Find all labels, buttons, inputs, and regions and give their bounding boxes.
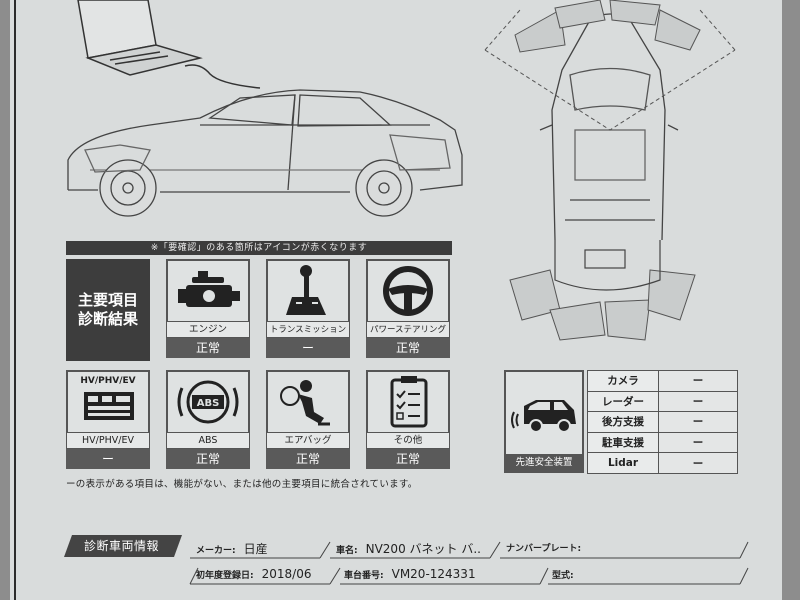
card-power-steering: パワーステアリング 正常 xyxy=(366,259,450,364)
card-label: その他 xyxy=(366,433,450,449)
card-status: ー xyxy=(266,338,350,358)
chassis-label: 車台番号: xyxy=(344,571,384,581)
card-icon-box xyxy=(366,259,450,323)
registration-field: 初年度登録日: 2018/06 xyxy=(196,567,311,581)
checklist-icon xyxy=(390,376,428,428)
registration-value: 2018/06 xyxy=(261,567,312,581)
model-value: NV200 バネット バ.. xyxy=(365,542,481,556)
card-label: HV/PHV/EV xyxy=(66,433,150,449)
main-title-line1: 主要項目 xyxy=(77,291,138,309)
type-label: 型式: xyxy=(552,571,574,581)
adas-item-value: ー xyxy=(658,390,738,413)
adas-icon-box: 先進安全装置 xyxy=(504,370,584,473)
plate-field: ナンバープレート: xyxy=(506,540,589,554)
adas-item-name: Lidar xyxy=(587,452,659,474)
card-icon-box xyxy=(266,259,350,323)
main-title-line2: 診断結果 xyxy=(77,310,138,328)
vehicle-info-title: 診断車両情報 xyxy=(64,535,182,557)
maker-field: メーカー: 日産 xyxy=(196,540,268,557)
steering-wheel-icon xyxy=(383,266,433,316)
card-status: 正常 xyxy=(366,338,450,358)
card-icon-box: ABS xyxy=(166,370,250,434)
vehicle-illustration xyxy=(67,0,736,240)
car-side-view-icon xyxy=(67,89,463,217)
card-label: トランスミッション xyxy=(266,322,350,338)
laptop-icon xyxy=(77,0,203,76)
adas-item-name: カメラ xyxy=(587,370,659,392)
card-icon-box xyxy=(266,370,350,434)
adas-item-value: ー xyxy=(658,370,738,392)
adas-item-name: 駐車支援 xyxy=(587,431,659,454)
obd-cable xyxy=(184,64,261,89)
maker-value: 日産 xyxy=(243,542,268,556)
table-row: カメラー xyxy=(587,370,738,392)
table-row: レーダーー xyxy=(587,390,738,413)
model-field: 車名: NV200 バネット バ.. xyxy=(336,540,481,557)
engine-icon xyxy=(178,271,240,307)
footnote: ーの表示がある項目は、機能がない、または他の主要項目に統合されています。 xyxy=(66,479,418,490)
card-hv: HV/PHV/EV HV/PHV/EV ー xyxy=(66,370,150,475)
card-label: パワーステアリング xyxy=(366,322,450,338)
notice-bar: ※「要確認」のある箇所はアイコンが赤くなります xyxy=(66,241,452,255)
rear-sensor-zones xyxy=(509,240,696,341)
adas-item-value: ー xyxy=(658,411,738,433)
abs-icon: ABS xyxy=(177,380,239,424)
card-icon-box xyxy=(366,370,450,434)
gear-shift-icon xyxy=(286,265,326,315)
adas-item-value: ー xyxy=(658,452,738,474)
maker-label: メーカー: xyxy=(196,546,236,556)
abs-icon-text: ABS xyxy=(197,398,220,409)
adas-item-name: レーダー xyxy=(587,390,659,413)
table-row: 駐車支援ー xyxy=(587,431,738,454)
car-sensor-icon xyxy=(511,400,576,433)
card-transmission: トランスミッション ー xyxy=(266,259,350,364)
airbag-icon xyxy=(280,380,330,426)
card-status: 正常 xyxy=(166,338,250,358)
adas-item-name: 後方支援 xyxy=(587,411,659,433)
sheet-border-line xyxy=(14,0,16,600)
registration-label: 初年度登録日: xyxy=(196,571,254,581)
card-label: エアバッグ xyxy=(266,433,350,449)
card-other: その他 正常 xyxy=(366,370,450,475)
card-icon-box: HV/PHV/EV xyxy=(66,370,150,434)
card-status: ー xyxy=(66,449,150,469)
hv-header-text: HV/PHV/EV xyxy=(80,376,136,386)
card-status: 正常 xyxy=(266,449,350,469)
card-engine: エンジン 正常 xyxy=(166,259,250,364)
model-label: 車名: xyxy=(336,546,358,556)
main-diagnosis-title: 主要項目診断結果 xyxy=(66,259,150,361)
card-airbag: エアバッグ 正常 xyxy=(266,370,350,475)
form-rules xyxy=(189,541,749,585)
type-field: 型式: xyxy=(552,567,582,581)
hv-battery-icon xyxy=(84,392,134,420)
plate-label: ナンバープレート: xyxy=(506,544,582,554)
adas-caption: 先進安全装置 xyxy=(506,454,582,471)
adas-item-value: ー xyxy=(658,431,738,454)
table-row: 後方支援ー xyxy=(587,411,738,433)
card-label: ABS xyxy=(166,433,250,449)
front-sensor-zones xyxy=(484,0,736,131)
card-abs: ABS ABS 正常 xyxy=(166,370,250,475)
card-label: エンジン xyxy=(166,322,250,338)
card-status: 正常 xyxy=(166,449,250,469)
card-status: 正常 xyxy=(366,449,450,469)
card-icon-box xyxy=(166,259,250,323)
chassis-field: 車台番号: VM20-124331 xyxy=(344,567,476,581)
car-top-view-icon xyxy=(539,13,679,240)
chassis-value: VM20-124331 xyxy=(391,567,476,581)
